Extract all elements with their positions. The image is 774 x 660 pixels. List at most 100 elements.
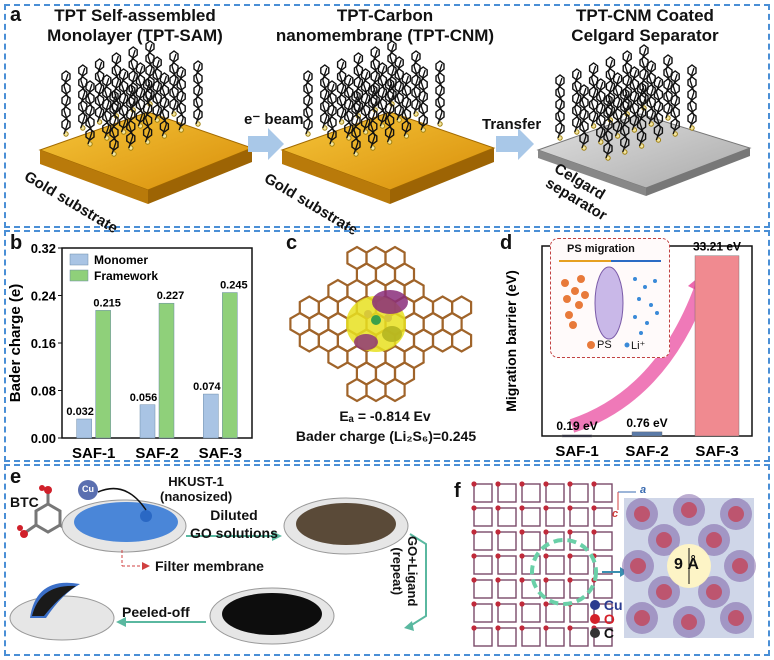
tpt-molecule — [603, 94, 613, 161]
y-tick-label: 0.00 — [31, 431, 56, 446]
inset-drawing — [559, 260, 661, 349]
li-dot — [649, 303, 653, 307]
tpt-molecule — [663, 54, 673, 121]
hkust-label: HKUST-1(nanosized) — [160, 474, 233, 504]
legend-label: Framework — [94, 269, 158, 283]
lattice-node — [543, 505, 549, 511]
lattice-cell — [473, 627, 493, 647]
tpt-molecule — [629, 66, 640, 133]
lattice-node — [519, 601, 525, 607]
panel-c-letter: c — [286, 232, 298, 254]
y-tick-label: 0.32 — [31, 241, 56, 256]
gold-substrate-1-front — [40, 150, 148, 204]
li-dot — [633, 277, 637, 281]
lattice-node — [543, 529, 549, 535]
lattice-node — [567, 553, 573, 559]
y-tick-label: 0.24 — [31, 289, 57, 304]
panel-c-bader: Bader charge (Li₂S₆)=0.245 — [295, 428, 477, 444]
tpt-molecule — [85, 80, 95, 147]
lattice-node — [519, 577, 525, 583]
lattice-cell — [593, 483, 613, 503]
legend-c: C — [590, 626, 623, 640]
panel-c-molecule — [289, 245, 473, 403]
x-tick-label: SAF-2 — [625, 443, 668, 460]
bar — [694, 255, 740, 437]
lattice-node — [567, 505, 573, 511]
tpt-molecule — [176, 66, 186, 133]
lattice-node — [567, 577, 573, 583]
x-tick-label: SAF-3 — [695, 443, 738, 460]
legend-li-dot — [624, 342, 630, 348]
peeled-label: Peeled-off — [122, 604, 190, 620]
tpt-molecule — [61, 70, 71, 137]
tpt-molecule — [418, 66, 428, 133]
tpt-molecule — [360, 68, 371, 135]
inset-legend-ps: PS — [597, 339, 612, 351]
lattice-node — [471, 529, 477, 535]
legend-ps-dot — [587, 341, 595, 349]
tpt-molecule — [336, 58, 347, 125]
o-sphere — [656, 584, 672, 600]
legend-cu: Cu — [590, 598, 623, 612]
panel-d-letter: d — [500, 232, 513, 254]
tpt-molecule — [636, 82, 647, 149]
tpt-molecule — [622, 50, 632, 117]
ps-dot — [581, 291, 589, 299]
panel-a-letter: a — [10, 4, 22, 26]
arrow-transfer — [496, 128, 534, 160]
carbon-ring — [327, 344, 349, 370]
lattice-node — [567, 625, 573, 631]
tpt-molecule — [303, 70, 313, 137]
lattice-cell — [569, 555, 589, 575]
lattice-node — [519, 505, 525, 511]
lattice-cell — [545, 603, 565, 623]
lattice-cell — [473, 483, 493, 503]
lattice-cell — [497, 579, 517, 599]
lattice-cell — [497, 555, 517, 575]
lattice-node — [495, 577, 501, 583]
lattice-node — [519, 481, 525, 487]
legend-swatch — [69, 269, 89, 282]
lattice-node — [591, 529, 597, 535]
panel-a-frame — [4, 4, 770, 228]
tpt-molecule — [579, 84, 589, 151]
lattice-node — [519, 529, 525, 535]
o-sphere — [728, 610, 744, 626]
lattice-node — [543, 481, 549, 487]
tpt-molecule — [596, 78, 606, 145]
gold-substrate-2-side — [390, 148, 494, 204]
tpt-molecule — [320, 64, 330, 131]
ps-dot — [563, 295, 571, 303]
carbon-ring — [384, 377, 406, 403]
lattice-cell — [521, 603, 541, 623]
panel-e-letter: e — [10, 466, 22, 488]
x-tick-label: SAF-3 — [199, 445, 242, 462]
lattice-cell — [497, 603, 517, 623]
lattice-node — [519, 625, 525, 631]
tpt-molecule — [193, 60, 203, 127]
lattice-cell — [593, 531, 613, 551]
bar-value-label: 0.056 — [130, 392, 158, 404]
tpt-molecule — [555, 74, 565, 141]
panel-d-inset: PS migration PS Li⁺ — [550, 238, 670, 358]
tpt-molecule — [159, 72, 170, 139]
tpt-molecule — [109, 90, 119, 157]
lattice-cell — [521, 483, 541, 503]
o-sphere — [706, 532, 722, 548]
y-tick-label: 0.16 — [31, 336, 56, 351]
tpt-molecule — [384, 78, 395, 145]
charge-density-cloud — [346, 290, 408, 352]
carbon-ring — [365, 377, 387, 403]
lattice-cell — [497, 531, 517, 551]
carbon-ring — [431, 328, 454, 353]
bar-value-label: 0.227 — [157, 290, 185, 302]
bar-monomer — [139, 404, 156, 439]
lattice-cell — [545, 627, 565, 647]
tpt-molecule — [394, 56, 404, 123]
tpt-molecule — [135, 62, 146, 129]
